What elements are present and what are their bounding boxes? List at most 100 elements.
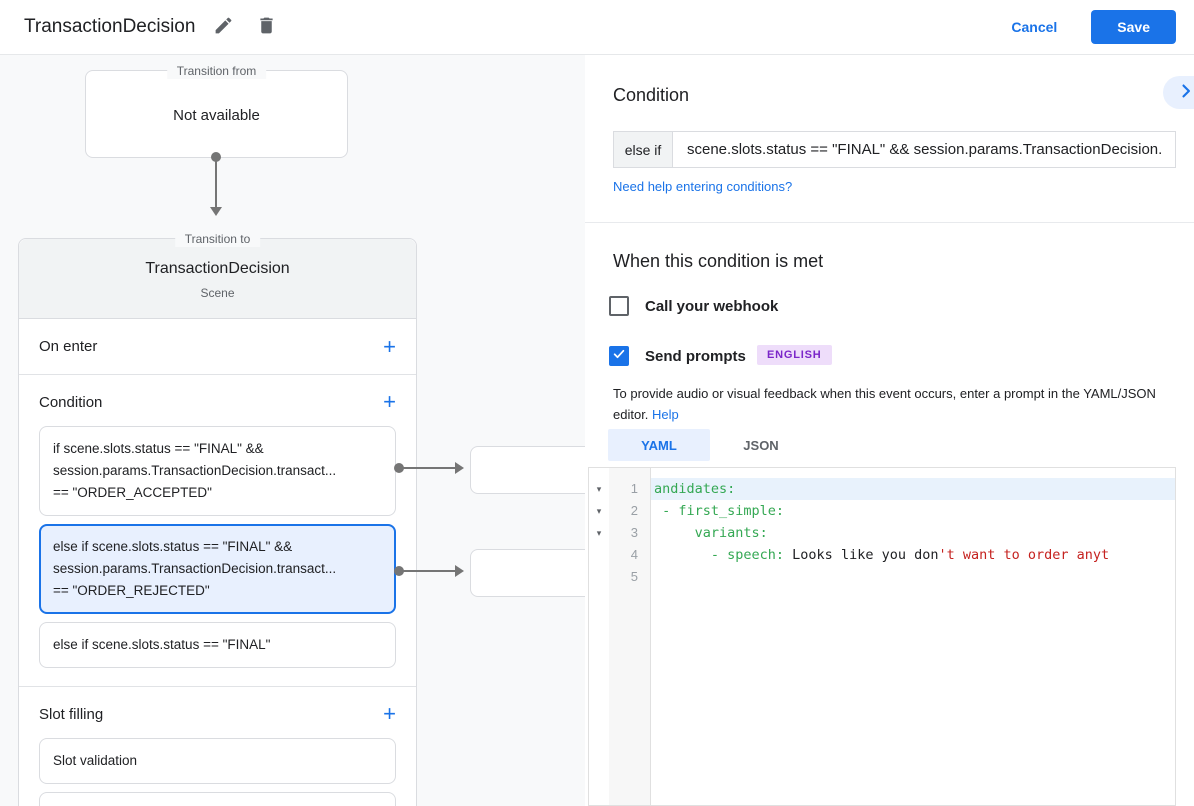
flow-canvas: Transition from Not available Transition… xyxy=(0,55,585,806)
condition-card-rejected-selected[interactable]: else if scene.slots.status == "FINAL" &&… xyxy=(39,524,396,614)
condition-detail-panel: Condition else if Need help entering con… xyxy=(585,55,1194,806)
scene-header[interactable]: TransactionDecision Scene xyxy=(19,239,416,319)
code-token: - speech: xyxy=(654,547,793,563)
transition-from-value: Not available xyxy=(173,107,260,124)
connector-line xyxy=(402,570,456,572)
top-bar: TransactionDecision Cancel Save xyxy=(0,0,1194,55)
send-prompts-label: Send prompts xyxy=(645,348,746,365)
connector-line xyxy=(215,158,217,208)
line-number: 4 xyxy=(630,547,638,562)
call-webhook-checkbox[interactable] xyxy=(609,296,629,316)
pencil-icon xyxy=(213,15,234,39)
condition-line: session.params.TransactionDecision.trans… xyxy=(53,561,337,576)
edit-scene-button[interactable] xyxy=(209,11,238,43)
add-condition-button[interactable]: + xyxy=(383,389,396,414)
on-enter-label: On enter xyxy=(39,338,98,355)
line-number: 1 xyxy=(630,481,638,496)
panel-divider xyxy=(585,222,1194,223)
trash-icon xyxy=(256,15,277,39)
transition-target-box[interactable] xyxy=(470,549,585,597)
language-badge: ENGLISH xyxy=(757,345,832,365)
panel-condition-title: Condition xyxy=(613,85,690,105)
connector-line xyxy=(402,467,456,469)
description-text: To provide audio or visual feedback when… xyxy=(613,386,1156,423)
chevron-right-icon xyxy=(1176,81,1194,104)
code-line[interactable]: andidates: xyxy=(651,478,1175,500)
transition-target-box[interactable] xyxy=(470,446,585,494)
arrow-down-icon xyxy=(210,207,222,216)
condition-line: else if scene.slots.status == "FINAL" && xyxy=(53,539,293,554)
code-token: 't want to order anyt xyxy=(938,547,1110,563)
arrow-right-icon xyxy=(455,565,464,577)
tab-json[interactable]: JSON xyxy=(743,437,779,453)
code-token: andidates: xyxy=(654,481,736,497)
editor-gutter xyxy=(609,468,651,805)
condition-card-accepted[interactable]: if scene.slots.status == "FINAL" && sess… xyxy=(39,426,396,516)
fold-arrow-icon[interactable]: ▾ xyxy=(596,528,602,538)
partial-card[interactable] xyxy=(39,792,396,806)
condition-expression-input[interactable] xyxy=(673,132,1175,167)
code-line[interactable]: variants: xyxy=(651,522,1175,544)
transition-to-legend: Transition to xyxy=(174,231,261,247)
code-line[interactable]: - first_simple: xyxy=(651,500,1175,522)
fold-arrow-icon[interactable]: ▾ xyxy=(596,506,602,516)
page-title: TransactionDecision xyxy=(24,16,196,37)
condition-input-row: else if xyxy=(613,131,1176,168)
line-number: 5 xyxy=(630,569,638,584)
condition-line: else if scene.slots.status == "FINAL" xyxy=(53,637,271,652)
editor-line: ▾ 2 - first_simple: xyxy=(589,500,1175,522)
save-button[interactable]: Save xyxy=(1091,10,1176,44)
scene-card: Transition to TransactionDecision Scene … xyxy=(18,231,417,806)
conditions-help-link[interactable]: Need help entering conditions? xyxy=(613,179,793,194)
fold-spacer xyxy=(589,544,609,566)
cancel-button[interactable]: Cancel xyxy=(1011,19,1058,35)
condition-line: session.params.TransactionDecision.trans… xyxy=(53,463,337,478)
code-token: variants: xyxy=(654,525,768,541)
fold-spacer xyxy=(589,566,609,588)
call-webhook-label: Call your webhook xyxy=(645,298,779,315)
code-line[interactable]: - speech: Looks like you don't want to o… xyxy=(651,544,1175,566)
transition-from-box: Transition from Not available xyxy=(85,63,348,158)
arrow-right-icon xyxy=(455,462,464,474)
check-icon xyxy=(612,347,626,366)
condition-label: Condition xyxy=(39,393,103,411)
add-on-enter-button[interactable]: + xyxy=(383,333,396,359)
send-prompts-checkbox[interactable] xyxy=(609,346,629,366)
help-link[interactable]: Help xyxy=(652,407,679,423)
connector-dot xyxy=(394,566,404,576)
yaml-code-editor[interactable]: ▾ 1 andidates: ▾ 2 - first_simple: ▾ 3 v… xyxy=(588,467,1176,806)
prompt-editor-description: To provide audio or visual feedback when… xyxy=(613,383,1169,425)
condition-prefix-label: else if xyxy=(614,132,673,167)
code-token: - first_simple: xyxy=(654,503,785,519)
condition-line: if scene.slots.status == "FINAL" && xyxy=(53,441,264,456)
editor-line: ▾ 1 andidates: xyxy=(589,478,1175,500)
connector-dot xyxy=(211,152,221,162)
editor-line: 4 - speech: Looks like you don't want to… xyxy=(589,544,1175,566)
editor-line: 5 xyxy=(589,566,1175,588)
when-condition-met-title: When this condition is met xyxy=(613,251,824,271)
tab-yaml[interactable]: YAML xyxy=(608,429,710,461)
editor-tabs: YAML JSON xyxy=(608,429,812,461)
fold-arrow-icon[interactable]: ▾ xyxy=(596,484,602,494)
collapse-panel-button[interactable] xyxy=(1163,76,1194,109)
editor-line: ▾ 3 variants: xyxy=(589,522,1175,544)
section-slot-filling: Slot filling + Slot validation xyxy=(19,687,416,806)
code-line[interactable] xyxy=(651,566,1175,588)
code-token: Looks like you don xyxy=(792,547,939,563)
section-condition: Condition + if scene.slots.status == "FI… xyxy=(19,375,416,687)
condition-line: == "ORDER_ACCEPTED" xyxy=(53,485,212,500)
delete-scene-button[interactable] xyxy=(252,11,281,43)
slot-validation-card[interactable]: Slot validation xyxy=(39,738,396,784)
condition-line: == "ORDER_REJECTED" xyxy=(53,583,210,598)
line-number: 3 xyxy=(630,525,638,540)
add-slot-button[interactable]: + xyxy=(383,701,396,726)
slot-filling-label: Slot filling xyxy=(39,705,104,723)
section-on-enter: On enter + xyxy=(19,319,416,375)
scene-title: TransactionDecision xyxy=(145,260,290,277)
transition-from-legend: Transition from xyxy=(166,63,267,79)
condition-card-final[interactable]: else if scene.slots.status == "FINAL" xyxy=(39,622,396,668)
scene-subtitle: Scene xyxy=(200,286,235,300)
slot-validation-label: Slot validation xyxy=(53,753,138,768)
line-number: 2 xyxy=(630,503,638,518)
connector-dot xyxy=(394,463,404,473)
